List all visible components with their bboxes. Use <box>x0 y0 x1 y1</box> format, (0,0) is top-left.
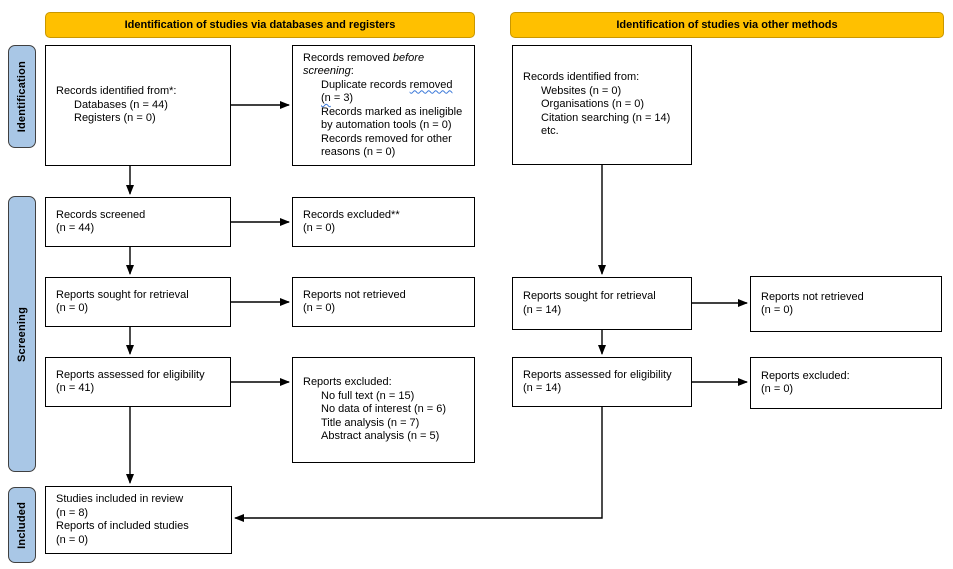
box-line: Databases (n = 44) <box>74 98 168 111</box>
box-line: Reports excluded: <box>303 376 392 389</box>
box-line: (n = 0) <box>56 302 89 314</box>
box-line: Websites (n = 0) <box>541 84 622 97</box>
box-line: Records excluded** <box>303 208 400 221</box>
banner-databases-registers: Identification of studies via databases … <box>45 12 475 38</box>
box-line: by automation tools (n = 0) <box>321 119 452 131</box>
box-line: Reports sought for retrieval <box>56 288 189 301</box>
reports-excluded-databases-box: Reports excluded: No full text (n = 15) … <box>292 357 475 463</box>
box-line: Reports assessed for eligibility <box>56 368 205 381</box>
box-line: (n = 14) <box>523 303 562 316</box>
box-line: Reports assessed for eligibility <box>523 368 672 381</box>
reports-sought-other-box: Reports sought for retrieval (n = 14) <box>512 277 692 330</box>
box-line: No full text (n = 15) <box>321 389 415 402</box>
box-line: Citation searching (n = 14) <box>541 111 671 124</box>
box-line: (n = 0) <box>761 304 794 316</box>
banner-databases-label: Identification of studies via databases … <box>124 19 396 31</box>
reports-not-retrieved-databases-box: Reports not retrieved (n = 0) <box>292 277 475 327</box>
box-line: (n = 0) <box>761 383 794 395</box>
box-line: Abstract analysis (n = 5) <box>321 430 440 443</box>
box-line: screening: <box>303 65 354 77</box>
box-line: (n = 0) <box>303 302 336 314</box>
box-line: reasons (n = 0) <box>321 146 396 158</box>
studies-included-box: Studies included in review (n = 8) Repor… <box>45 486 232 554</box>
box-line: Title analysis (n = 7) <box>321 416 420 429</box>
records-screened-box: Records screened (n = 44) <box>45 197 231 247</box>
box-line: (n = 8) <box>56 506 89 519</box>
reports-excluded-other-box: Reports excluded: (n = 0) <box>750 357 942 409</box>
box-line: Records removed for other <box>321 132 452 145</box>
stage-identification: Identification <box>8 45 36 148</box>
stage-included: Included <box>8 487 36 563</box>
box-line: Reports sought for retrieval <box>523 290 656 302</box>
records-identified-other-box: Records identified from: Websites (n = 0… <box>512 45 692 165</box>
box-line: etc. <box>541 125 559 138</box>
box-line: (n = 41) <box>56 382 95 394</box>
box-line: Records removed before <box>303 51 425 64</box>
stage-identification-label: Identification <box>16 60 28 133</box>
box-line: Reports not retrieved <box>761 290 864 303</box>
stage-included-label: Included <box>16 501 28 549</box>
box-line: Studies included in review <box>56 493 184 505</box>
box-line: Records screened <box>56 208 146 221</box>
records-identified-databases-box: Records identified from*: Databases (n =… <box>45 45 231 166</box>
stage-screening: Screening <box>8 196 36 472</box>
box-line: (n = 14) <box>523 382 562 394</box>
box-line: Registers (n = 0) <box>74 112 156 125</box>
stage-screening-label: Screening <box>16 306 28 362</box>
box-line: (n = 3) <box>321 92 354 104</box>
box-line: Records marked as ineligible <box>321 105 463 118</box>
box-line: Records identified from*: <box>56 85 177 98</box>
box-line: (n = 0) <box>56 533 89 546</box>
records-excluded-box: Records excluded** (n = 0) <box>292 197 475 247</box>
records-removed-before-screening-box: Records removed before screening: Duplic… <box>292 45 475 166</box>
reports-sought-databases-box: Reports sought for retrieval (n = 0) <box>45 277 231 327</box>
box-line: Duplicate records removed <box>321 78 453 91</box>
reports-assessed-databases-box: Reports assessed for eligibility (n = 41… <box>45 357 231 407</box>
reports-assessed-other-box: Reports assessed for eligibility (n = 14… <box>512 357 692 407</box>
banner-other-label: Identification of studies via other meth… <box>616 19 838 31</box>
box-line: (n = 0) <box>303 222 336 234</box>
box-line: Reports of included studies <box>56 520 189 532</box>
box-line: Reports not retrieved <box>303 288 406 301</box>
reports-not-retrieved-other-box: Reports not retrieved (n = 0) <box>750 276 942 332</box>
box-line: (n = 44) <box>56 222 95 234</box>
box-line: Organisations (n = 0) <box>541 98 645 111</box>
box-line: Records identified from: <box>523 71 640 84</box>
box-line: Reports excluded: <box>761 369 850 382</box>
box-line: No data of interest (n = 6) <box>321 403 447 416</box>
banner-other-methods: Identification of studies via other meth… <box>510 12 944 38</box>
